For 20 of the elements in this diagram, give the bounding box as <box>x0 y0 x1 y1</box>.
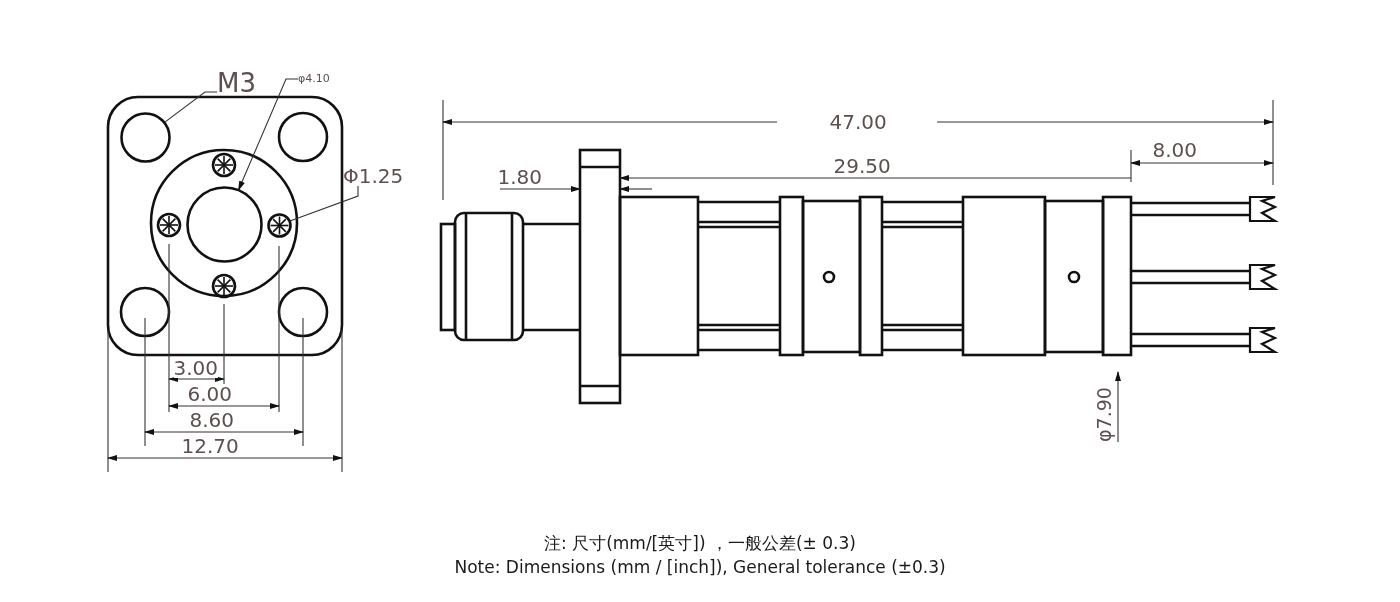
callout-label: φ4.10 <box>298 73 330 84</box>
dimension-label: 8.00 <box>1152 140 1198 160</box>
leader-line <box>288 185 359 222</box>
dimension-label: 29.50 <box>833 156 891 176</box>
dimension-label: 6.00 <box>187 384 233 404</box>
dimension-label: 12.70 <box>181 436 239 456</box>
callout-label: M3 <box>217 70 256 96</box>
screw-hole <box>266 212 292 238</box>
dimension-label: 8.60 <box>189 410 235 430</box>
hole-outline <box>119 111 171 163</box>
note-text: Note: Dimensions (mm / [inch]), General tolerance (±0.3) <box>454 558 946 576</box>
dimension-label: 47.00 <box>829 112 887 132</box>
callout-label: Φ1.25 <box>343 166 404 186</box>
leader-line <box>163 91 218 124</box>
dimension-label: φ7.90 <box>1094 386 1114 442</box>
hole-outline <box>185 185 263 263</box>
caption: 注: 尺寸(mm/[英寸]) ，一般公差(± 0.3) <box>544 534 856 552</box>
leader-line <box>237 78 299 191</box>
dimension-label: 3.00 <box>173 358 219 378</box>
dimension-label: 1.80 <box>497 167 543 187</box>
